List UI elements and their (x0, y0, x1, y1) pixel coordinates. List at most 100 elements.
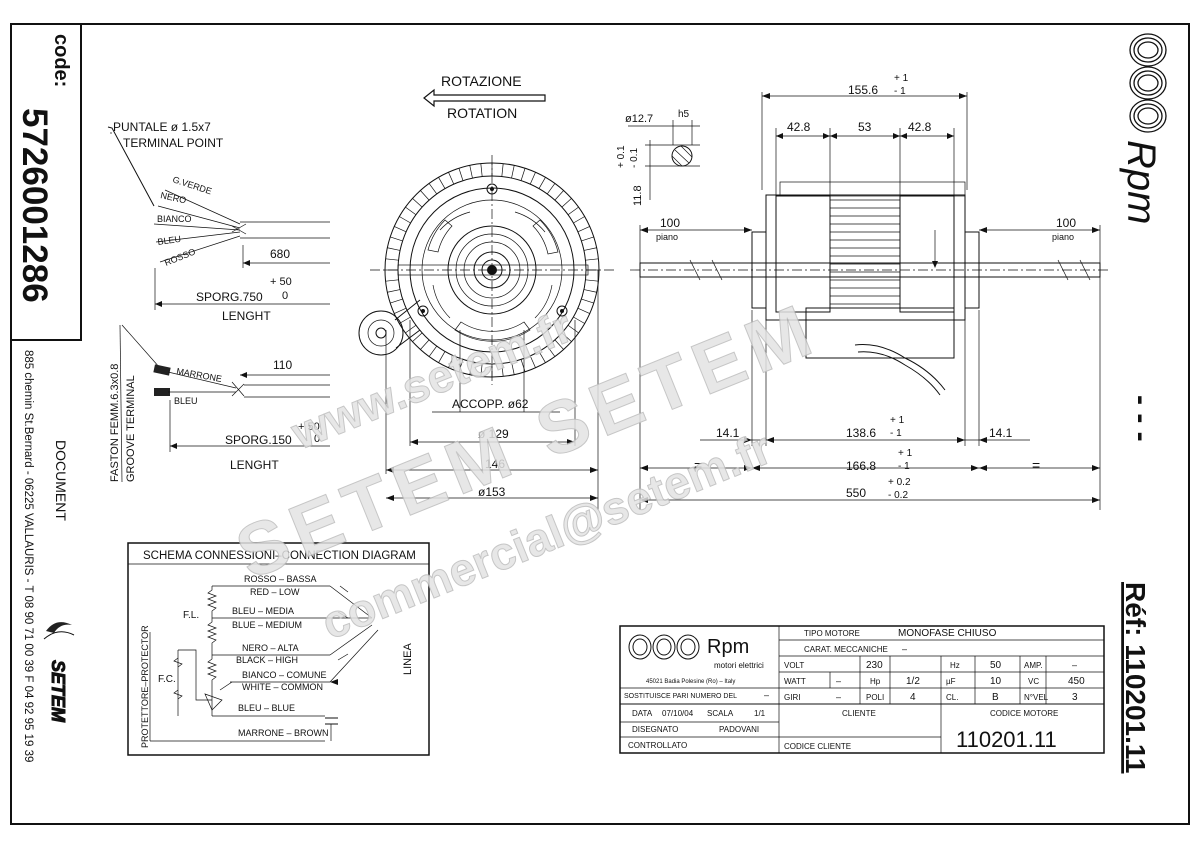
tb-volt-label: VOLT (784, 661, 804, 670)
dim-550: 550 (846, 486, 866, 500)
tb-sostituisce: SOSTITUISCE PARI NUMERO DEL (624, 693, 737, 700)
puntale-label: PUNTALE ø 1.5x7 (113, 120, 211, 134)
tb-poli-label: POLI (866, 693, 884, 702)
title-logo-addr: 45021 Badia Polesine (Ro) – Italy (646, 679, 735, 685)
tb-disegnato-val: PADOVANI (719, 725, 759, 734)
tb-tipo-val: MONOFASE CHIUSO (898, 628, 997, 639)
tb-codice-motore-val: 110201.11 (956, 727, 1057, 752)
dim-155-6: 155.6 (848, 83, 878, 97)
title-block: Rpm motori elettrici 45021 Badia Polesin… (619, 625, 1105, 754)
rpm-brand-logo (1129, 33, 1167, 133)
groove-terminal-label: GROOVE TERMINAL (125, 375, 137, 482)
schema-protector: PROTETTORE–PROTECTOR (140, 625, 150, 748)
schema-row-rosso-it: ROSSO – BASSA (244, 574, 317, 584)
dim-129: ø 129 (478, 427, 509, 441)
dim-42-8-left: 42.8 (787, 120, 811, 134)
piano-right: piano (1052, 232, 1074, 242)
dim-14-1-right: 14.1 (989, 426, 1013, 440)
setem-logo (43, 622, 75, 640)
company-address: 885 chemin St.Bernard - 06225 VALLAURIS … (22, 350, 34, 762)
dim-sporg150: SPORG.150 (225, 433, 292, 447)
code-label: code: (50, 34, 72, 87)
wire-label-bleu: BLEU (157, 234, 182, 247)
dim-110: 110 (273, 358, 292, 372)
dim-100-right: 100 (1056, 216, 1076, 230)
tb-carat-label: CARAT. MECCANICHE (804, 645, 888, 654)
tb-amp-val: – (1072, 660, 1077, 670)
tb-controllato-label: CONTROLLATO (628, 741, 687, 750)
tb-cliente-label: CLIENTE (842, 709, 876, 718)
dim-equal-left: = (694, 457, 702, 473)
tb-hp-val: 1/2 (906, 676, 920, 687)
dim-shaft-h5: h5 (678, 109, 690, 120)
dim-138-6: 138.6 (846, 426, 876, 440)
dim-14-1-left: 14.1 (716, 426, 740, 440)
terminal-wires-drawing: PUNTALE ø 1.5x7 TERMINAL POINT G.VERDE N… (107, 120, 330, 323)
tol-150-zero: 0 (314, 433, 320, 445)
tb-codice-cliente-label: CODICE CLIENTE (784, 742, 851, 751)
tb-carat-val: – (902, 644, 907, 654)
setem-logo-text: SETEM (48, 660, 68, 723)
faston-wire-marrone: MARRONE (176, 366, 223, 384)
tb-cl-label: CL. (946, 693, 958, 702)
tb-hz-label: Hz (950, 661, 960, 670)
dim-153: ø153 (478, 485, 506, 499)
tol-750-zero: 0 (282, 290, 288, 302)
tb-disegnato-label: DISEGNATO (632, 725, 678, 734)
dim-155-6-tol-plus: + 1 (894, 73, 909, 84)
tol-150-plus: + 50 (298, 421, 320, 433)
rotation-label-it: ROTAZIONE (441, 73, 522, 89)
tb-uf-val: 10 (990, 676, 1002, 687)
code-box (10, 23, 82, 341)
motor-front-view: ACCOPP. ø62 ø 129 146 ø153 (358, 155, 615, 510)
schema-row-bianco-en: WHITE – COMMON (242, 682, 323, 692)
dim-138-6-tol-minus: - 1 (890, 428, 902, 439)
rpm-dashes: - - - (1125, 395, 1158, 442)
tb-vc-val: 450 (1068, 676, 1085, 687)
sheet-border (10, 23, 1190, 825)
tb-uf-label: µF (946, 677, 956, 686)
dim-680: 680 (270, 247, 290, 261)
tb-amp-label: AMP. (1024, 661, 1043, 670)
rotation-arrow-icon (423, 88, 546, 108)
tb-volt-val: 230 (866, 660, 883, 671)
dim-550-tol-plus: + 0.2 (888, 477, 911, 488)
connection-diagram: SCHEMA CONNESSIONI–CONNECTION DIAGRAM RO… (127, 542, 430, 756)
dim-550-tol-minus: - 0.2 (888, 490, 908, 501)
dim-shaft-118: 11.8 (632, 185, 644, 206)
dim-42-8-right: 42.8 (908, 120, 932, 134)
dim-equal-right: = (1032, 457, 1040, 473)
dim-53: 53 (858, 120, 872, 134)
title-logo-name: Rpm (707, 636, 749, 658)
tb-vc-label: VC (1028, 677, 1039, 686)
tb-cl-val: B (992, 692, 999, 703)
faston-wires-drawing: FASTON FEMM.6.3x0.8 GROOVE TERMINAL MARR… (109, 324, 330, 483)
dim-accopp: ACCOPP. ø62 (452, 397, 529, 411)
tb-giri-val: – (836, 692, 841, 702)
schema-row-nero-en: BLACK – HIGH (236, 655, 298, 665)
dim-sporg750: SPORG.750 (196, 290, 263, 304)
rotation-label-en: ROTATION (447, 105, 517, 121)
wire-label-rosso: ROSSO (163, 246, 197, 267)
dim-shaft-dia: ø12.7 (625, 113, 653, 125)
faston-label: FASTON FEMM.6.3x0.8 (109, 364, 121, 482)
tb-watt-label: WATT (784, 677, 806, 686)
title-logo-sub: motori elettrici (714, 661, 764, 670)
shaft-tol-minus: - 0.1 (629, 148, 640, 168)
tb-nvel-val: 3 (1072, 692, 1078, 703)
lenght-label-1: LENGHT (222, 309, 271, 323)
tb-giri-label: GIRI (784, 693, 800, 702)
dim-146: 146 (485, 457, 505, 471)
dim-166-8: 166.8 (846, 459, 876, 473)
terminal-point-label: TERMINAL POINT (123, 136, 224, 150)
watermark: www.setem.fr SETEM SETEM commercial@sete… (224, 286, 829, 650)
title-logo: Rpm motori elettrici 45021 Badia Polesin… (628, 634, 764, 685)
schema-row-rosso-en: RED – LOW (250, 587, 300, 597)
tb-sostituisce-val: – (764, 690, 769, 700)
shaft-section: ø12.7 h5 + 0.1 - 0.1 11.8 (616, 109, 700, 206)
dim-166-8-tol-plus: + 1 (898, 448, 913, 459)
schema-row-marrone: MARRONE – BROWN (238, 728, 329, 738)
tb-scala-label: SCALA (707, 709, 734, 718)
tb-hz-val: 50 (990, 660, 1002, 671)
